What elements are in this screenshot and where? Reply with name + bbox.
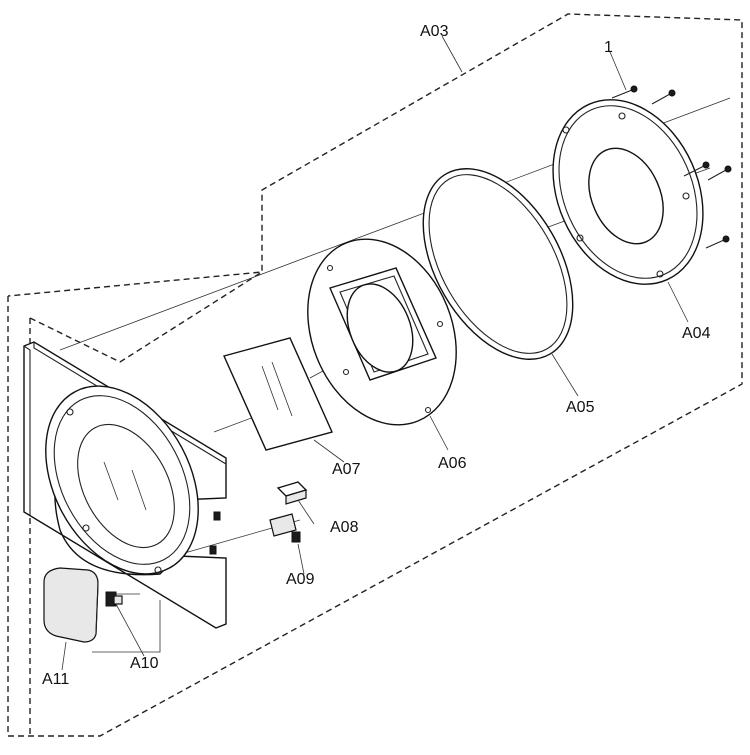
door-front-panel — [23, 341, 227, 629]
part-a06-inner-plate — [307, 238, 457, 426]
label-a08: A08 — [330, 519, 359, 536]
label-a10: A10 — [130, 655, 159, 672]
label-a11: A11 — [42, 671, 69, 688]
label-a04: A04 — [682, 325, 711, 342]
part-a08-latch — [276, 481, 308, 505]
part-a09-hinge-clip — [269, 513, 301, 543]
label-a03: A03 — [420, 23, 449, 40]
part-a10-clip — [105, 591, 123, 607]
part-a07-glass-pane — [223, 337, 333, 451]
part-a11-cover-cap — [43, 567, 99, 643]
label-a06: A06 — [438, 455, 467, 472]
part-1-screws — [611, 85, 732, 249]
part-a05-gasket — [422, 168, 574, 360]
assembly-inner-boundary — [29, 271, 263, 363]
label-a05: A05 — [566, 399, 595, 416]
label-screw-1: 1 — [604, 39, 613, 56]
leader-lines — [61, 35, 689, 671]
label-a09: A09 — [286, 571, 315, 588]
label-a07: A07 — [332, 461, 361, 478]
assembly-boundary-a03 — [7, 13, 743, 737]
part-a04-ring-plate — [552, 99, 704, 285]
